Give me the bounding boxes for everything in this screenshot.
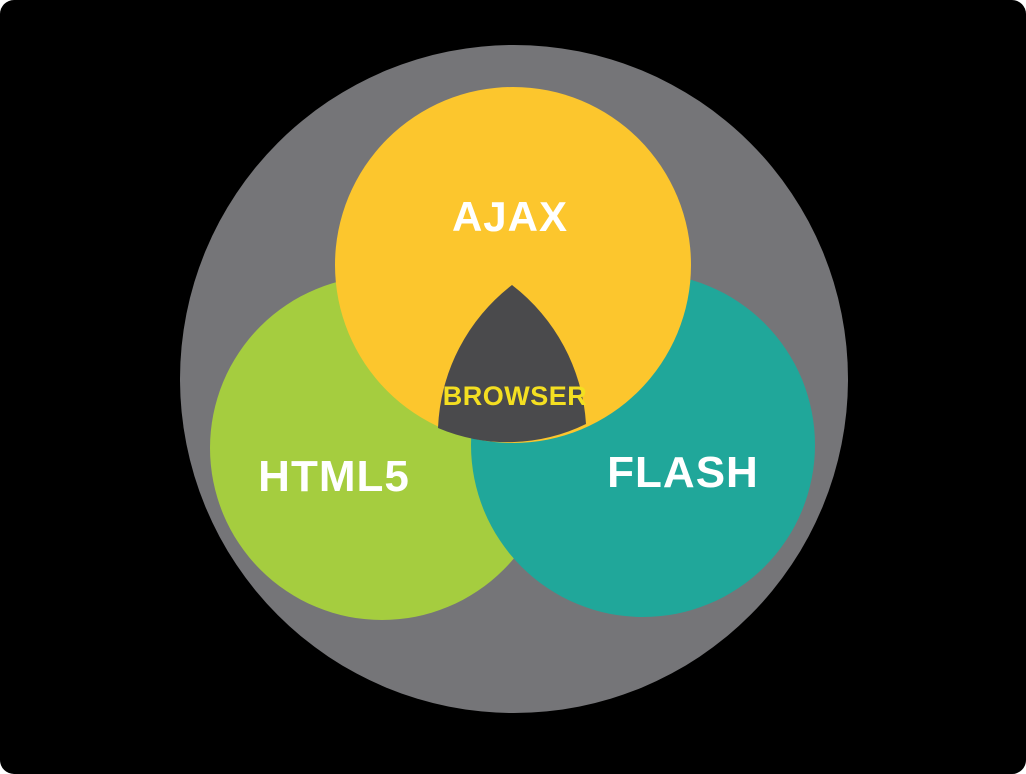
browser-intersection-shape: [438, 285, 586, 443]
ajax-label: AJAX: [452, 193, 568, 240]
flash-label: FLASH: [607, 448, 759, 497]
browser-label: BROWSER: [443, 381, 588, 411]
ajax-circle: [335, 87, 691, 443]
html5-label: HTML5: [258, 452, 410, 501]
